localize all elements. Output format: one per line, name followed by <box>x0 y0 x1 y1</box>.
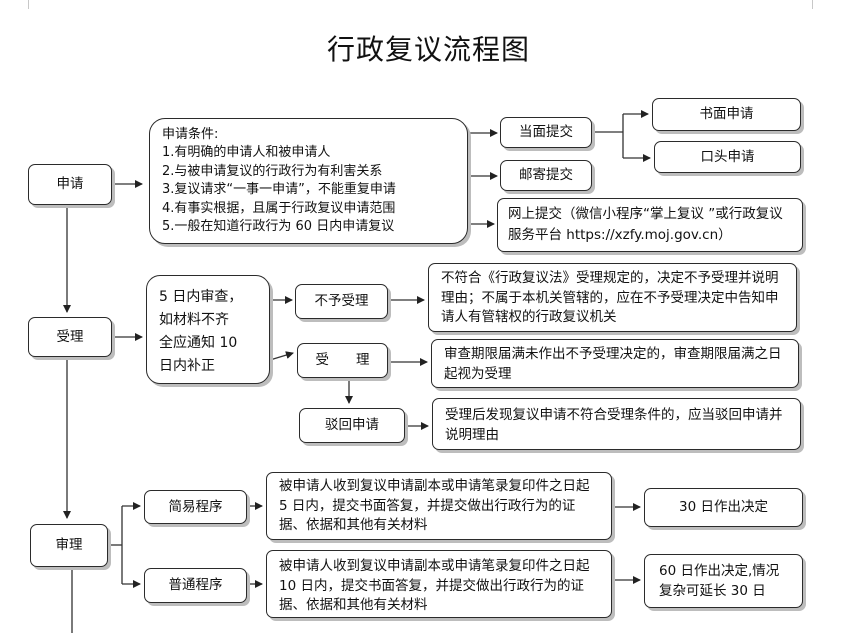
apply-condition-2: 2.与被申请复议的行政行为有利害关系 <box>162 163 383 179</box>
normal-result-label: 60 日作出决定,情况复杂可延长 30 日 <box>659 563 780 599</box>
dismiss-box: 驳回申请 <box>299 408 405 443</box>
stage-accept-label: 受理 <box>56 328 84 345</box>
submit-mail-label: 邮寄提交 <box>519 167 573 183</box>
apply-condition-5: 5.一般在知道行政行为 60 日内申请复议 <box>162 219 395 235</box>
accept-desc: 审查期限届满未作出不予受理决定的，审查期限届满之日起视为受理 <box>444 346 782 382</box>
dismiss-desc-box: 受理后发现复议申请不符合受理条件的，应当驳回申请并说明理由 <box>432 398 801 450</box>
accept-review-note-line-2: 如材料不齐 <box>159 312 229 328</box>
method-oral: 口头申请 <box>654 141 801 173</box>
simple-result-label: 30 日作出决定 <box>679 499 768 515</box>
submit-in-person: 当面提交 <box>500 117 592 148</box>
reject-box: 不予受理 <box>295 284 388 319</box>
accept-box: 受 理 <box>297 343 388 378</box>
page-corner-mark-right <box>812 0 823 9</box>
stage-apply-label: 申请 <box>56 176 84 192</box>
apply-condition-3: 3.复议请求“一事一申请”，不能重复申请 <box>162 182 396 198</box>
normal-result-box: 60 日作出决定,情况复杂可延长 30 日 <box>644 554 803 608</box>
dismiss-desc: 受理后发现复议申请不符合受理条件的，应当驳回申请并说明理由 <box>445 407 783 443</box>
apply-condition-1: 1.有明确的申请人和被申请人 <box>162 145 331 161</box>
normal-procedure-box: 普通程序 <box>144 568 247 603</box>
accept-review-note-line-3: 全应通知 10 <box>159 335 238 351</box>
apply-condition-4: 4.有事实根据，且属于行政复议申请范围 <box>162 200 396 216</box>
simple-desc-box: 被申请人收到复议申请副本或申请笔录复印件之日起 5 日内，提交书面答复，并提交做… <box>266 472 612 540</box>
reject-desc-box: 不符合《行政复议法》受理规定的，决定不予受理并说明理由；不属于本机关管辖的，应在… <box>428 263 797 332</box>
submit-in-person-label: 当面提交 <box>519 124 573 140</box>
method-written-label: 书面申请 <box>699 106 754 122</box>
accept-desc-box: 审查期限届满未作出不予受理决定的，审查期限届满之日起视为受理 <box>431 339 799 388</box>
dismiss-label: 驳回申请 <box>325 417 379 433</box>
accept-label: 受 理 <box>315 352 370 368</box>
reject-desc: 不符合《行政复议法》受理规定的，决定不予受理并说明理由；不属于本机关管辖的，应在… <box>441 270 779 325</box>
simple-desc: 被申请人收到复议申请副本或申请笔录复印件之日起 5 日内，提交书面答复，并提交做… <box>279 478 590 533</box>
normal-procedure-label: 普通程序 <box>168 577 223 593</box>
simple-procedure-box: 简易程序 <box>144 490 247 524</box>
submit-online-label: 网上提交（微信小程序“掌上复议 ”或行政复议服务平台 https://xzfy.… <box>508 206 783 243</box>
apply-conditions-heading: 申请条件: <box>162 127 219 142</box>
accept-review-note-line-1: 5 日内审查， <box>159 289 243 305</box>
diagram-title: 行政复议流程图 <box>326 33 530 66</box>
apply-conditions-box: 申请条件: 1.有明确的申请人和被申请人 2.与被申请复议的行政行为有利害关系 … <box>149 118 468 244</box>
stage-apply: 申请 <box>28 164 112 205</box>
normal-desc-box: 被申请人收到复议申请副本或申请笔录复印件之日起 10 日内，提交书面答复，并提交… <box>266 550 612 618</box>
stage-accept: 受理 <box>28 317 112 357</box>
method-written: 书面申请 <box>652 98 801 131</box>
accept-review-note: 5 日内审查， 如材料不齐 全应通知 10 日内补正 <box>146 275 270 384</box>
simple-procedure-label: 简易程序 <box>168 498 223 515</box>
simple-result-box: 30 日作出决定 <box>644 488 803 527</box>
stage-review: 审理 <box>30 524 108 567</box>
stage-review-label: 审理 <box>55 537 83 553</box>
page-corner-mark-left <box>18 0 29 9</box>
normal-desc: 被申请人收到复议申请副本或申请笔录复印件之日起 10 日内，提交书面答复，并提交… <box>279 558 590 613</box>
reject-label: 不予受理 <box>314 293 369 309</box>
submit-online: 网上提交（微信小程序“掌上复议 ”或行政复议服务平台 https://xzfy.… <box>497 198 803 252</box>
method-oral-label: 口头申请 <box>700 148 755 165</box>
accept-review-note-line-4: 日内补正 <box>159 358 215 374</box>
submit-mail: 邮寄提交 <box>500 160 592 191</box>
